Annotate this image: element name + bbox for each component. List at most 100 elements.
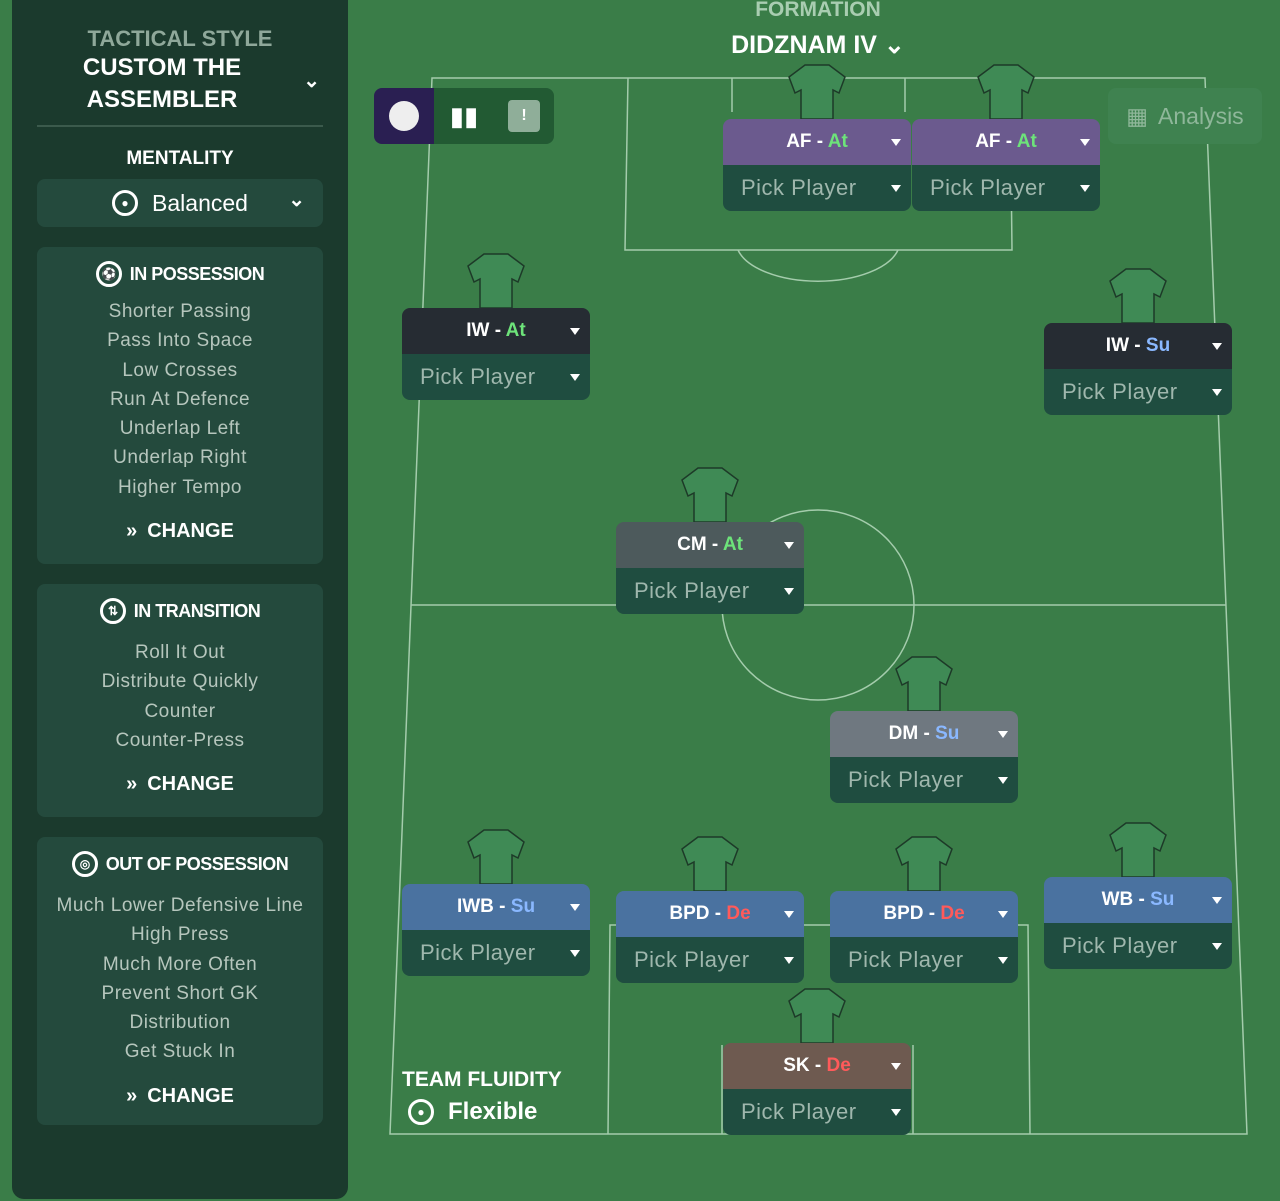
pick-player-dropdown[interactable]: Pick Player xyxy=(1044,923,1232,969)
role-label: WB - Su xyxy=(1101,889,1175,910)
player-label: Pick Player xyxy=(420,364,536,389)
position-slot: AF - At Pick Player xyxy=(723,64,911,211)
instruction: Low Crosses xyxy=(122,359,238,381)
role-label: AF - At xyxy=(786,131,848,152)
shirt-icon xyxy=(467,253,525,309)
analysis-button[interactable]: ▦Analysis xyxy=(1108,88,1262,144)
tactical-style-label: TACTICAL STYLE xyxy=(87,26,273,51)
double-chevron-right-icon: » xyxy=(126,1084,138,1107)
double-chevron-right-icon: » xyxy=(126,520,138,543)
dropdown-arrow-icon xyxy=(891,185,901,192)
formation-dropdown[interactable]: DIDZNAM IV ⌄ xyxy=(700,30,936,60)
pick-player-dropdown[interactable]: Pick Player xyxy=(723,1089,911,1135)
pick-player-dropdown[interactable]: Pick Player xyxy=(402,930,590,976)
grid-icon: ▦ xyxy=(1126,102,1149,129)
player-view-button[interactable] xyxy=(374,88,434,144)
bar-chart-icon: ▮▮ xyxy=(449,100,479,131)
instruction: Counter xyxy=(144,700,216,722)
tactics-sidebar: TACTICAL STYLE CUSTOM THE ASSEMBLER ⌄ ME… xyxy=(12,0,348,1199)
role-dropdown[interactable]: DM - Su xyxy=(830,711,1018,757)
instructions-view-button[interactable]: ! xyxy=(494,88,554,144)
balanced-icon: ● xyxy=(112,190,139,216)
player-label: Pick Player xyxy=(930,175,1046,200)
pick-player-dropdown[interactable]: Pick Player xyxy=(616,937,804,983)
position-slot: IWB - Su Pick Player xyxy=(402,829,590,976)
instruction: Pass Into Space xyxy=(107,330,253,352)
change-label: CHANGE xyxy=(147,773,234,796)
in-transition-change-button[interactable]: »CHANGE xyxy=(37,773,323,796)
pick-player-dropdown[interactable]: Pick Player xyxy=(723,165,911,211)
position-slot: AF - At Pick Player xyxy=(912,64,1100,211)
pick-player-dropdown[interactable]: Pick Player xyxy=(912,165,1100,211)
tactical-style-dropdown[interactable]: CUSTOM THE ASSEMBLER ⌄ xyxy=(12,52,348,116)
pick-player-dropdown[interactable]: Pick Player xyxy=(402,354,590,400)
stats-view-button[interactable]: ▮▮ xyxy=(434,88,494,144)
role-dropdown[interactable]: BPD - De xyxy=(616,891,804,937)
pick-player-dropdown[interactable]: Pick Player xyxy=(830,757,1018,803)
player-label: Pick Player xyxy=(420,940,536,965)
role-dropdown[interactable]: IWB - Su xyxy=(402,884,590,930)
dropdown-arrow-icon xyxy=(784,542,794,549)
fluidity-icon: ● xyxy=(408,1099,434,1125)
position-slot: WB - Su Pick Player xyxy=(1044,822,1232,969)
shirt-icon xyxy=(977,64,1035,120)
dropdown-arrow-icon xyxy=(1080,139,1090,146)
shirt-icon xyxy=(467,829,525,885)
pick-player-dropdown[interactable]: Pick Player xyxy=(1044,369,1232,415)
role-dropdown[interactable]: WB - Su xyxy=(1044,877,1232,923)
tactical-style-line2: ASSEMBLER xyxy=(86,86,238,113)
shirt-icon xyxy=(895,836,953,892)
position-slot: CM - At Pick Player xyxy=(616,467,804,614)
role-dropdown[interactable]: IW - Su xyxy=(1044,323,1232,369)
instruction: Higher Tempo xyxy=(118,476,242,498)
formation-label: FORMATION xyxy=(755,0,881,21)
instruction: Shorter Passing xyxy=(108,301,252,322)
shirt-icon xyxy=(1109,268,1167,324)
dropdown-arrow-icon xyxy=(998,731,1008,738)
player-label: Pick Player xyxy=(741,1099,857,1124)
role-label: IWB - Su xyxy=(456,896,536,917)
divider xyxy=(37,125,323,127)
role-dropdown[interactable]: CM - At xyxy=(616,522,804,568)
mentality-dropdown[interactable]: ● Balanced ⌄ xyxy=(37,179,323,227)
pick-player-dropdown[interactable]: Pick Player xyxy=(830,937,1018,983)
player-label: Pick Player xyxy=(634,947,750,972)
role-dropdown[interactable]: AF - At xyxy=(723,119,911,165)
role-dropdown[interactable]: BPD - De xyxy=(830,891,1018,937)
out-of-possession-panel: ◎OUT OF POSSESSION Much Lower Defensive … xyxy=(37,837,323,1125)
transition-icon: ⇅ xyxy=(99,598,126,624)
dropdown-arrow-icon xyxy=(1212,389,1222,396)
person-icon xyxy=(389,101,419,131)
in-possession-change-button[interactable]: »CHANGE xyxy=(37,520,323,543)
player-label: Pick Player xyxy=(1062,379,1178,404)
shirt-icon xyxy=(788,988,846,1044)
shirt-icon xyxy=(895,656,953,712)
alert-icon: ! xyxy=(508,100,540,132)
shirt-icon xyxy=(1109,822,1167,878)
dropdown-arrow-icon xyxy=(891,1063,901,1070)
role-dropdown[interactable]: SK - De xyxy=(723,1043,911,1089)
instruction: Underlap Right xyxy=(113,447,247,469)
role-dropdown[interactable]: IW - At xyxy=(402,308,590,354)
role-label: BPD - De xyxy=(669,903,751,924)
dropdown-arrow-icon xyxy=(784,588,794,595)
player-label: Pick Player xyxy=(741,175,857,200)
role-label: DM - Su xyxy=(888,723,960,744)
dropdown-arrow-icon xyxy=(570,374,580,381)
dropdown-arrow-icon xyxy=(998,777,1008,784)
instruction: Distribute Quickly xyxy=(101,671,259,693)
team-fluidity: ●Flexible xyxy=(408,1098,537,1126)
in-possession-panel: ⚽IN POSSESSION Shorter Passing Pass Into… xyxy=(37,247,323,564)
position-slot: DM - Su Pick Player xyxy=(830,656,1018,803)
instruction: Underlap Left xyxy=(119,418,241,440)
dropdown-arrow-icon xyxy=(784,957,794,964)
out-of-possession-change-button[interactable]: »CHANGE xyxy=(37,1085,323,1108)
formation-name: DIDZNAM IV xyxy=(731,31,877,59)
position-slot: IW - At Pick Player xyxy=(402,253,590,400)
dropdown-arrow-icon xyxy=(570,904,580,911)
instruction: Roll It Out xyxy=(135,642,225,663)
instruction: Get Stuck In xyxy=(124,1041,236,1063)
role-dropdown[interactable]: AF - At xyxy=(912,119,1100,165)
pick-player-dropdown[interactable]: Pick Player xyxy=(616,568,804,614)
dropdown-arrow-icon xyxy=(891,139,901,146)
